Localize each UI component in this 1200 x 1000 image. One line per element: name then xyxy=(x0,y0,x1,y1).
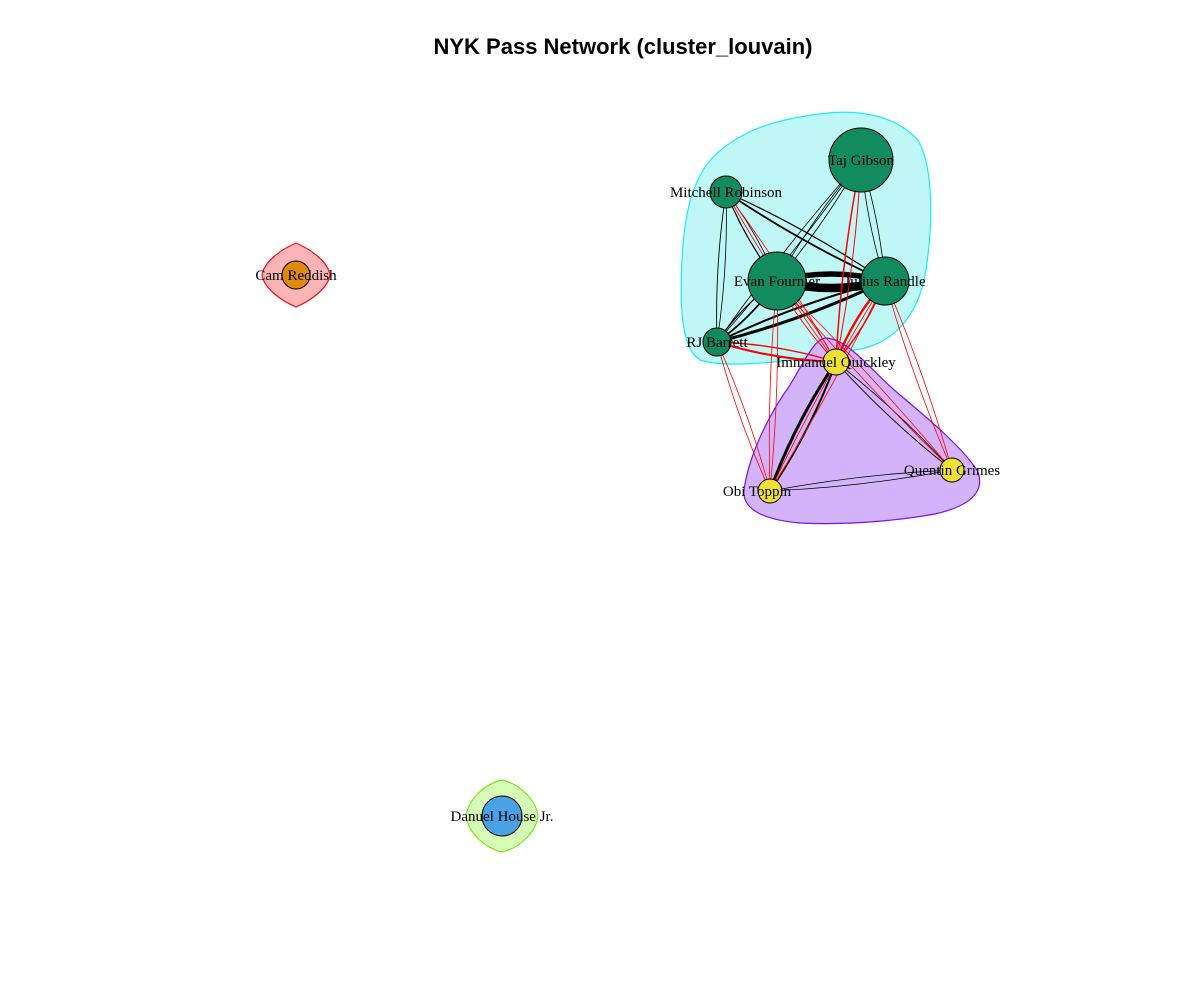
node-immanuel[interactable] xyxy=(822,348,850,376)
node-label-taj: Taj Gibson xyxy=(828,153,895,169)
edge-rj-obi xyxy=(716,341,771,492)
edge-mitchell-rj-back xyxy=(716,191,727,343)
node-evan[interactable] xyxy=(747,251,807,311)
node-taj[interactable] xyxy=(828,127,894,193)
edge-julius-obi-back xyxy=(769,280,886,492)
node-rj[interactable] xyxy=(702,327,732,357)
node-label-julius: Julius Randle xyxy=(844,274,926,290)
node-label-cam: Cam Reddish xyxy=(255,268,337,284)
node-label-immanuel: Immanuel Quickley xyxy=(776,355,896,371)
node-label-quentin: Quentin Grimes xyxy=(904,463,1000,479)
node-mitchell[interactable] xyxy=(709,175,743,209)
edge-immanuel-obi xyxy=(768,360,838,493)
edge-rj-obi-back xyxy=(716,341,771,492)
player-nodes xyxy=(281,127,965,837)
edge-mitchell-rj xyxy=(716,191,727,343)
node-obi[interactable] xyxy=(757,478,783,504)
node-label-rj: RJ Barrett xyxy=(686,335,748,351)
node-cam[interactable] xyxy=(281,260,311,290)
edge-obi-quentin xyxy=(769,469,953,492)
edge-julius-quentin-back xyxy=(884,280,953,471)
node-label-mitchell: Mitchell Robinson xyxy=(670,185,783,201)
chart-title: NYK Pass Network (cluster_louvain) xyxy=(433,34,813,59)
node-label-evan: Evan Fournier xyxy=(734,274,820,290)
node-julius[interactable] xyxy=(860,256,910,306)
edge-evan-quentin-back xyxy=(776,280,953,471)
edge-julius-obi xyxy=(769,280,886,492)
edge-obi-quentin-back xyxy=(769,469,953,492)
node-label-obi: Obi Toppin xyxy=(723,484,792,500)
node-quentin[interactable] xyxy=(939,457,965,483)
edge-evan-quentin xyxy=(776,280,953,471)
node-danuel[interactable] xyxy=(481,795,523,837)
node-label-danuel: Danuel House Jr. xyxy=(451,809,554,825)
edge-immanuel-quentin xyxy=(835,361,953,471)
edge-julius-quentin xyxy=(884,280,953,471)
